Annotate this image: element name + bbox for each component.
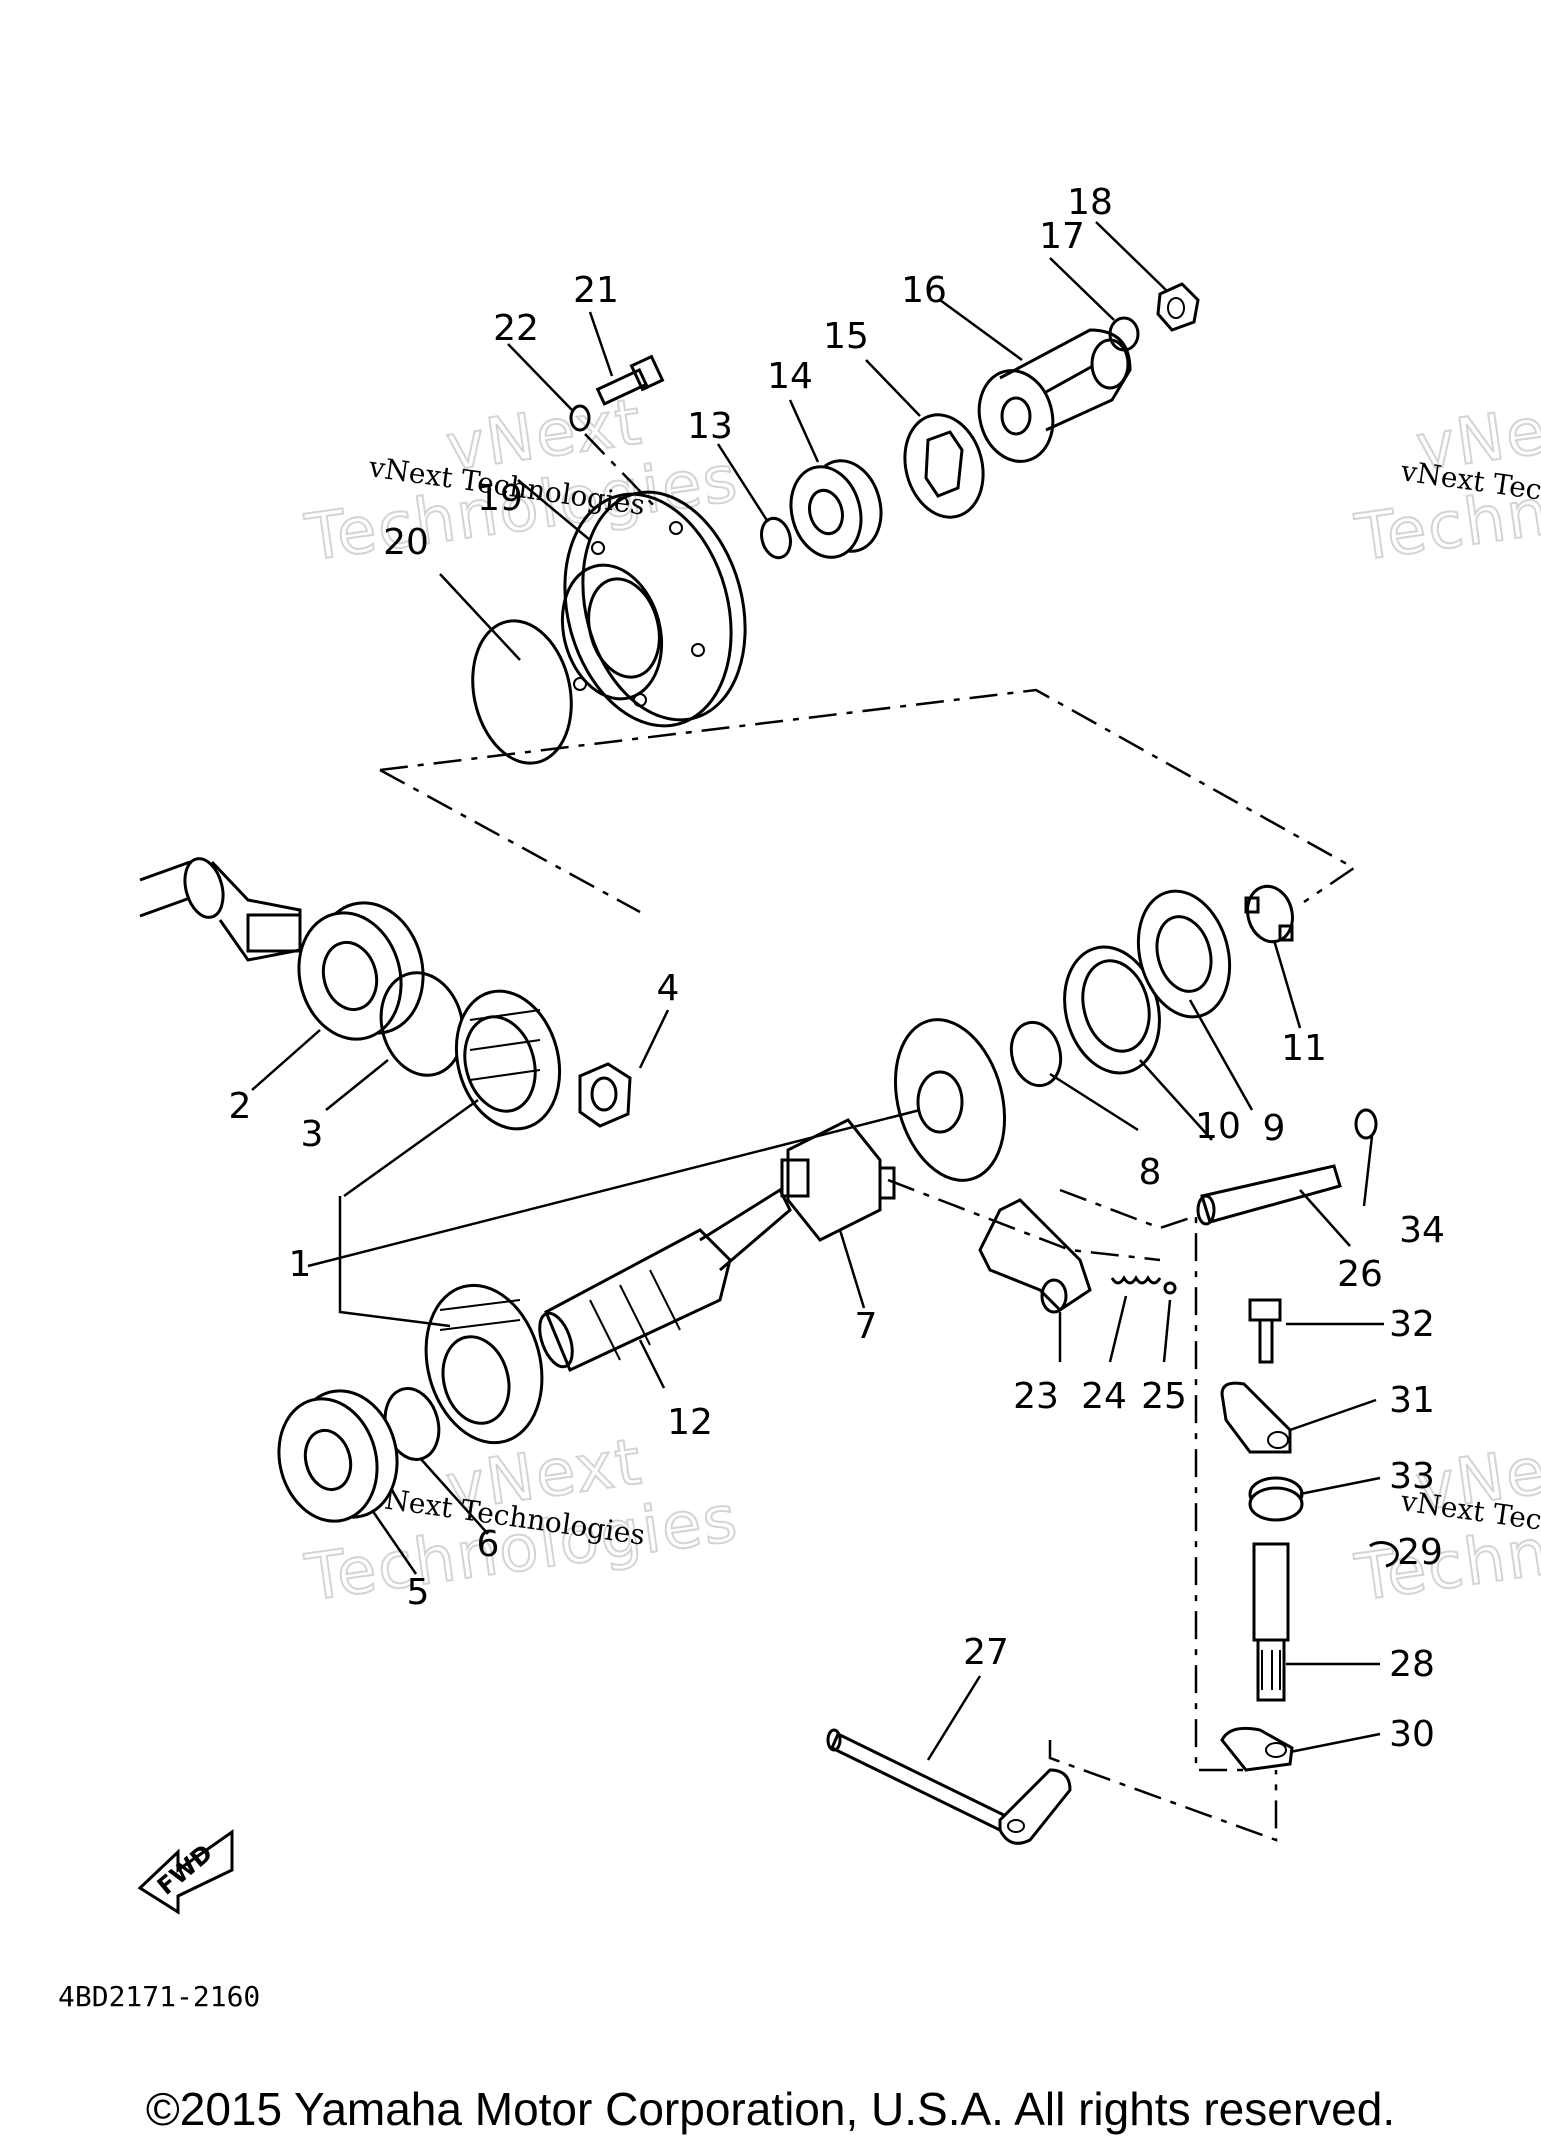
callout-3: 3	[301, 1114, 324, 1155]
leader-lines	[251, 221, 1384, 1761]
input-shaft	[139, 857, 302, 962]
copyright-footer: ©2015 Yamaha Motor Corporation, U.S.A. A…	[145, 2083, 1396, 2135]
part-17-washer	[1108, 316, 1140, 352]
callout-12: 12	[667, 1402, 713, 1443]
callout-11: 11	[1281, 1028, 1327, 1069]
watermark-group: vNext Technologies vNext Technologies vN…	[300, 384, 1541, 1617]
callout-22: 22	[493, 308, 539, 349]
callout-26: 26	[1337, 1254, 1383, 1295]
assembly-line-bottom	[1048, 1740, 1278, 1842]
part-13-circlip	[760, 516, 792, 560]
assembly-line-right	[1059, 1188, 1252, 1772]
part-20-gasket	[471, 619, 573, 765]
part-24-spring	[1110, 1275, 1162, 1285]
callout-1: 1	[289, 1244, 312, 1285]
part-2-bearing	[297, 901, 425, 1041]
callout-32: 32	[1389, 1304, 1435, 1345]
part-27-shift-rod	[826, 1728, 1072, 1845]
part-15-oil-seal	[903, 413, 985, 519]
part-34-o-ring	[1354, 1108, 1378, 1140]
part-3-shim	[379, 971, 465, 1077]
callout-23: 23	[1013, 1376, 1059, 1417]
callout-34: 34	[1399, 1210, 1445, 1251]
callout-8: 8	[1139, 1152, 1162, 1193]
callout-30: 30	[1389, 1714, 1435, 1755]
part-14-bearing	[789, 459, 883, 559]
part-12-pinion-gear	[893, 1018, 1007, 1182]
callout-31: 31	[1389, 1380, 1435, 1421]
part-8-shim	[1009, 1020, 1063, 1088]
part-31-lever	[1220, 1381, 1292, 1454]
part-1-ring-gear	[454, 989, 562, 1131]
callout-19: 19	[477, 478, 523, 519]
part-28-spindle	[1252, 1542, 1290, 1702]
part-1-bevel-gear	[424, 1283, 544, 1445]
part-code-label: 4BD2171-2160	[58, 1980, 260, 2013]
part-33-washer	[1248, 1476, 1304, 1522]
callout-labels: 1 2 3 4 5 6 7 8 9 10 11 12 13 14 15 16 1…	[229, 182, 1445, 1755]
callout-2: 2	[229, 1086, 252, 1127]
part-11-nut	[1244, 884, 1294, 944]
part-22-washer	[569, 404, 591, 432]
callout-16: 16	[901, 270, 947, 311]
part-32-bolt	[1248, 1298, 1282, 1364]
callout-5: 5	[407, 1572, 430, 1613]
assembly-line-middle	[887, 1178, 1161, 1262]
callout-10: 10	[1195, 1106, 1241, 1147]
callout-24: 24	[1081, 1376, 1127, 1417]
part-9-oil-seal	[1136, 889, 1232, 1019]
callout-20: 20	[383, 522, 429, 563]
assembly-line-top-2	[379, 768, 641, 914]
callout-29: 29	[1397, 1532, 1443, 1573]
part-5-bearing	[277, 1389, 399, 1523]
part-21-bolt	[595, 354, 665, 406]
callout-17: 17	[1039, 216, 1085, 257]
callout-15: 15	[823, 316, 869, 357]
callout-21: 21	[573, 270, 619, 311]
part-26-shift-shaft	[1196, 1164, 1342, 1226]
callout-33: 33	[1389, 1456, 1435, 1497]
callout-4: 4	[657, 968, 680, 1009]
callout-27: 27	[963, 1632, 1009, 1673]
part-12-drive-shaft	[538, 1187, 792, 1373]
part-16-yoke	[977, 328, 1132, 463]
part-7-sliding-dog	[780, 1118, 896, 1242]
callout-28: 28	[1389, 1644, 1435, 1685]
callout-7: 7	[855, 1306, 878, 1347]
assembly-line-top	[379, 688, 1357, 904]
callout-25: 25	[1141, 1376, 1187, 1417]
callout-6: 6	[477, 1524, 500, 1565]
part-4-nut	[578, 1062, 632, 1128]
callout-14: 14	[767, 356, 813, 397]
part-29-circlip	[1369, 1541, 1399, 1568]
part-25-ball	[1163, 1281, 1177, 1295]
fwd-arrow-icon: FWD	[137, 1829, 234, 1915]
part-30-lever	[1220, 1726, 1294, 1772]
part-19-housing	[560, 490, 747, 728]
part-23-shift-fork	[978, 1198, 1092, 1314]
callout-13: 13	[687, 406, 733, 447]
callout-9: 9	[1263, 1108, 1286, 1149]
callout-18: 18	[1067, 182, 1113, 223]
assembly-line-bolt	[584, 433, 659, 511]
part-18-nut	[1156, 282, 1200, 332]
